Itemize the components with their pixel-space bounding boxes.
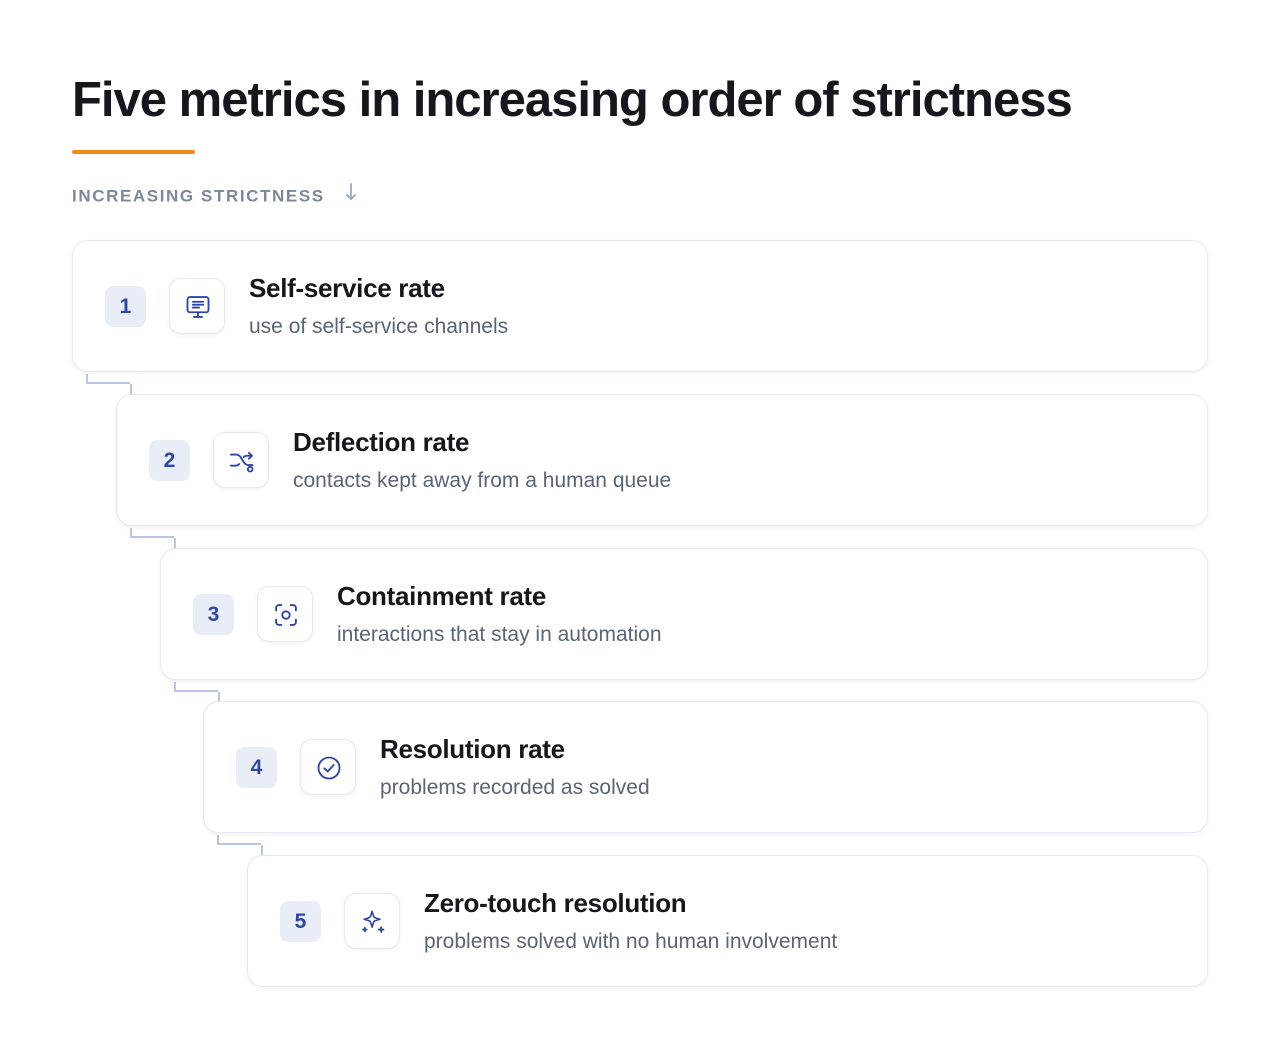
step-number-badge: 1: [105, 286, 146, 327]
focus-scan-icon: [275, 604, 297, 626]
check-circle-icon: [317, 756, 341, 780]
metric-title: Self-service rate: [249, 273, 445, 303]
step-number-badge: 4: [236, 747, 277, 788]
icon-tile: [169, 278, 225, 334]
metric-card-4: 4 Resolution rate problems recorded as s…: [203, 701, 1208, 833]
title-underline: [72, 150, 195, 154]
icon-tile: [257, 586, 313, 642]
metric-card-5: 5 Zero-touch resolution problems solved …: [247, 855, 1208, 987]
metric-title: Resolution rate: [380, 734, 565, 764]
sparkles-icon: [362, 910, 385, 933]
metric-card-3: 3 Containment rate interactions that sta…: [160, 548, 1208, 680]
metric-card-1: 1 Self-service rate use of self-service …: [72, 240, 1208, 372]
strictness-axis-label: INCREASING STRICTNESS: [72, 182, 357, 210]
metric-description: use of self-service channels: [249, 315, 509, 338]
step-connector: [130, 528, 174, 538]
shuffle-icon: [229, 451, 254, 473]
monitor-icon: [186, 296, 210, 318]
metric-description: interactions that stay in automation: [337, 623, 662, 646]
icon-tile: [213, 432, 269, 488]
metric-description: problems recorded as solved: [380, 776, 650, 799]
step-connector: [86, 374, 130, 384]
step-connector: [217, 835, 261, 845]
arrow-down-icon: [345, 182, 357, 208]
icon-tile: [300, 739, 356, 795]
metric-card-2: 2 Deflection rate contacts kept away fro…: [116, 394, 1208, 526]
metric-title: Containment rate: [337, 581, 547, 611]
icon-tile: [344, 893, 400, 949]
metric-description: contacts kept away from a human queue: [293, 469, 672, 492]
step-number-badge: 5: [280, 901, 321, 942]
step-number-badge: 3: [193, 594, 234, 635]
strictness-label-text: INCREASING STRICTNESS: [72, 186, 325, 206]
metric-description: problems solved with no human involvemen…: [424, 930, 838, 953]
step-number-badge: 2: [149, 440, 190, 481]
step-connector: [174, 682, 218, 692]
metric-title: Zero-touch resolution: [424, 888, 687, 918]
metric-title: Deflection rate: [293, 427, 470, 457]
page-title: Five metrics in increasing order of stri…: [72, 73, 1073, 127]
